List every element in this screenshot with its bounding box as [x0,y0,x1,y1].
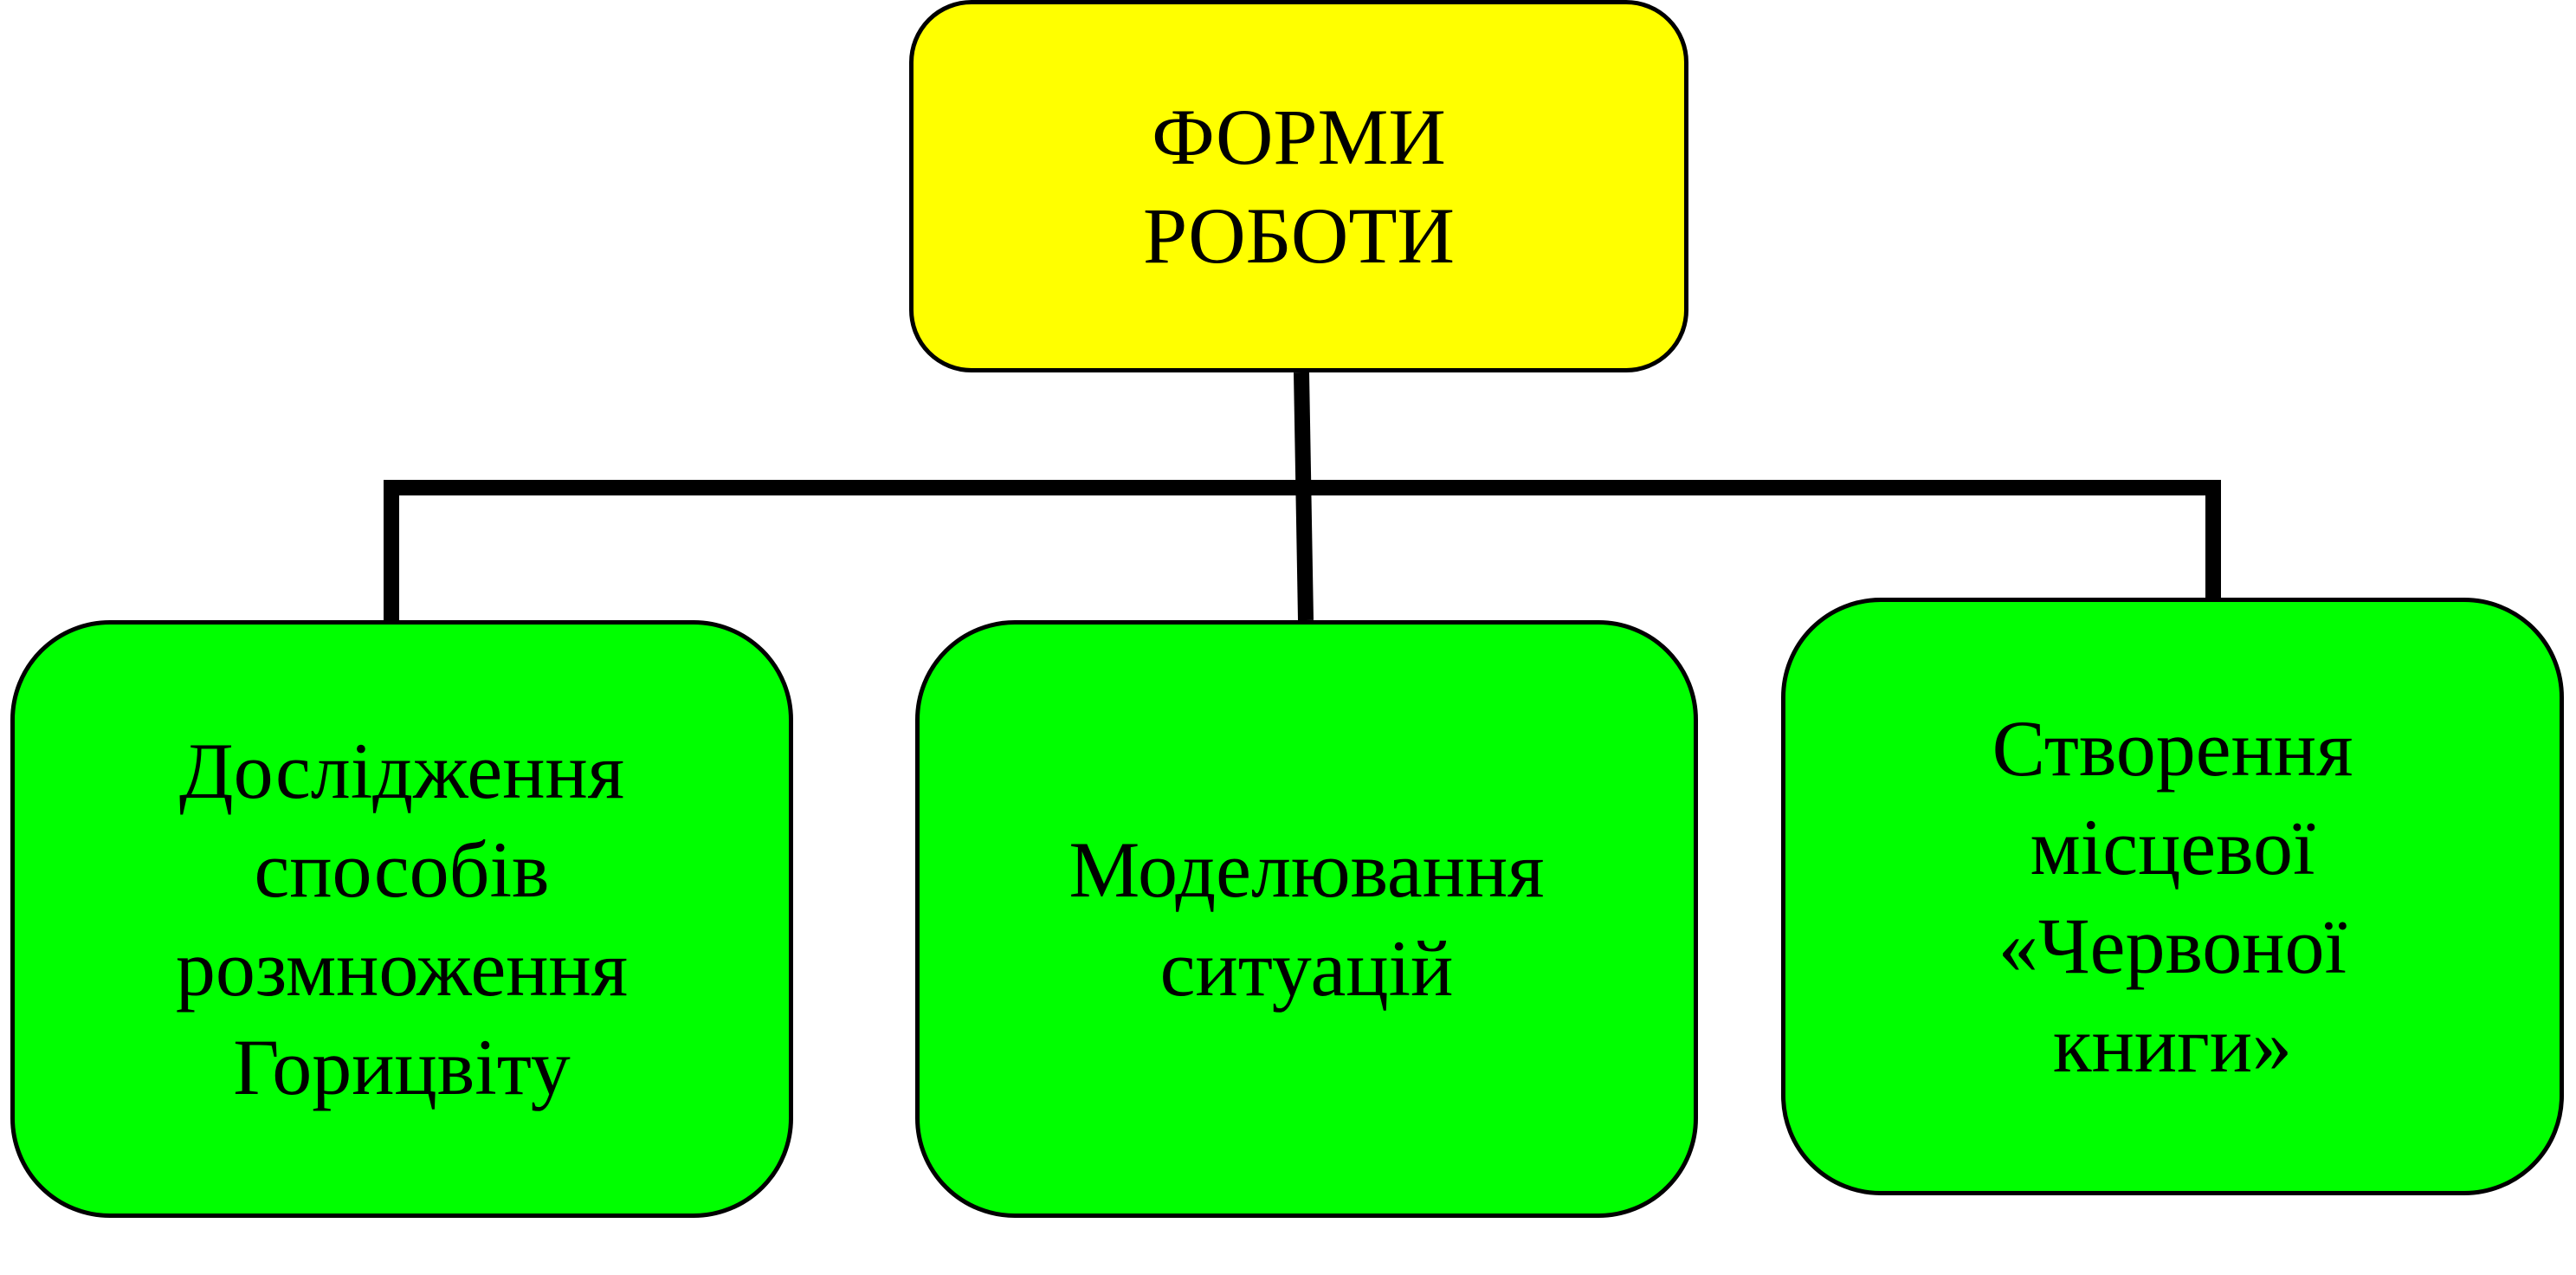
child-node-label: Дослідження способів розмноження Горицві… [175,727,629,1111]
child-node-reproduction-study: Дослідження способів розмноження Горицві… [10,620,793,1218]
child-node-label: Створення місцевої «Червоної книги» [1992,704,2353,1089]
child-node-situation-modeling: Моделювання ситуацій [915,620,1698,1218]
root-node-label: ФОРМИ РОБОТИ [1142,93,1455,280]
child-node-red-book: Створення місцевої «Червоної книги» [1781,598,2564,1195]
child-node-label: Моделювання ситуацій [1068,825,1545,1013]
connector-root-to-middle [1294,372,1314,621]
connector-bar [384,480,2221,620]
root-node: ФОРМИ РОБОТИ [909,0,1688,372]
